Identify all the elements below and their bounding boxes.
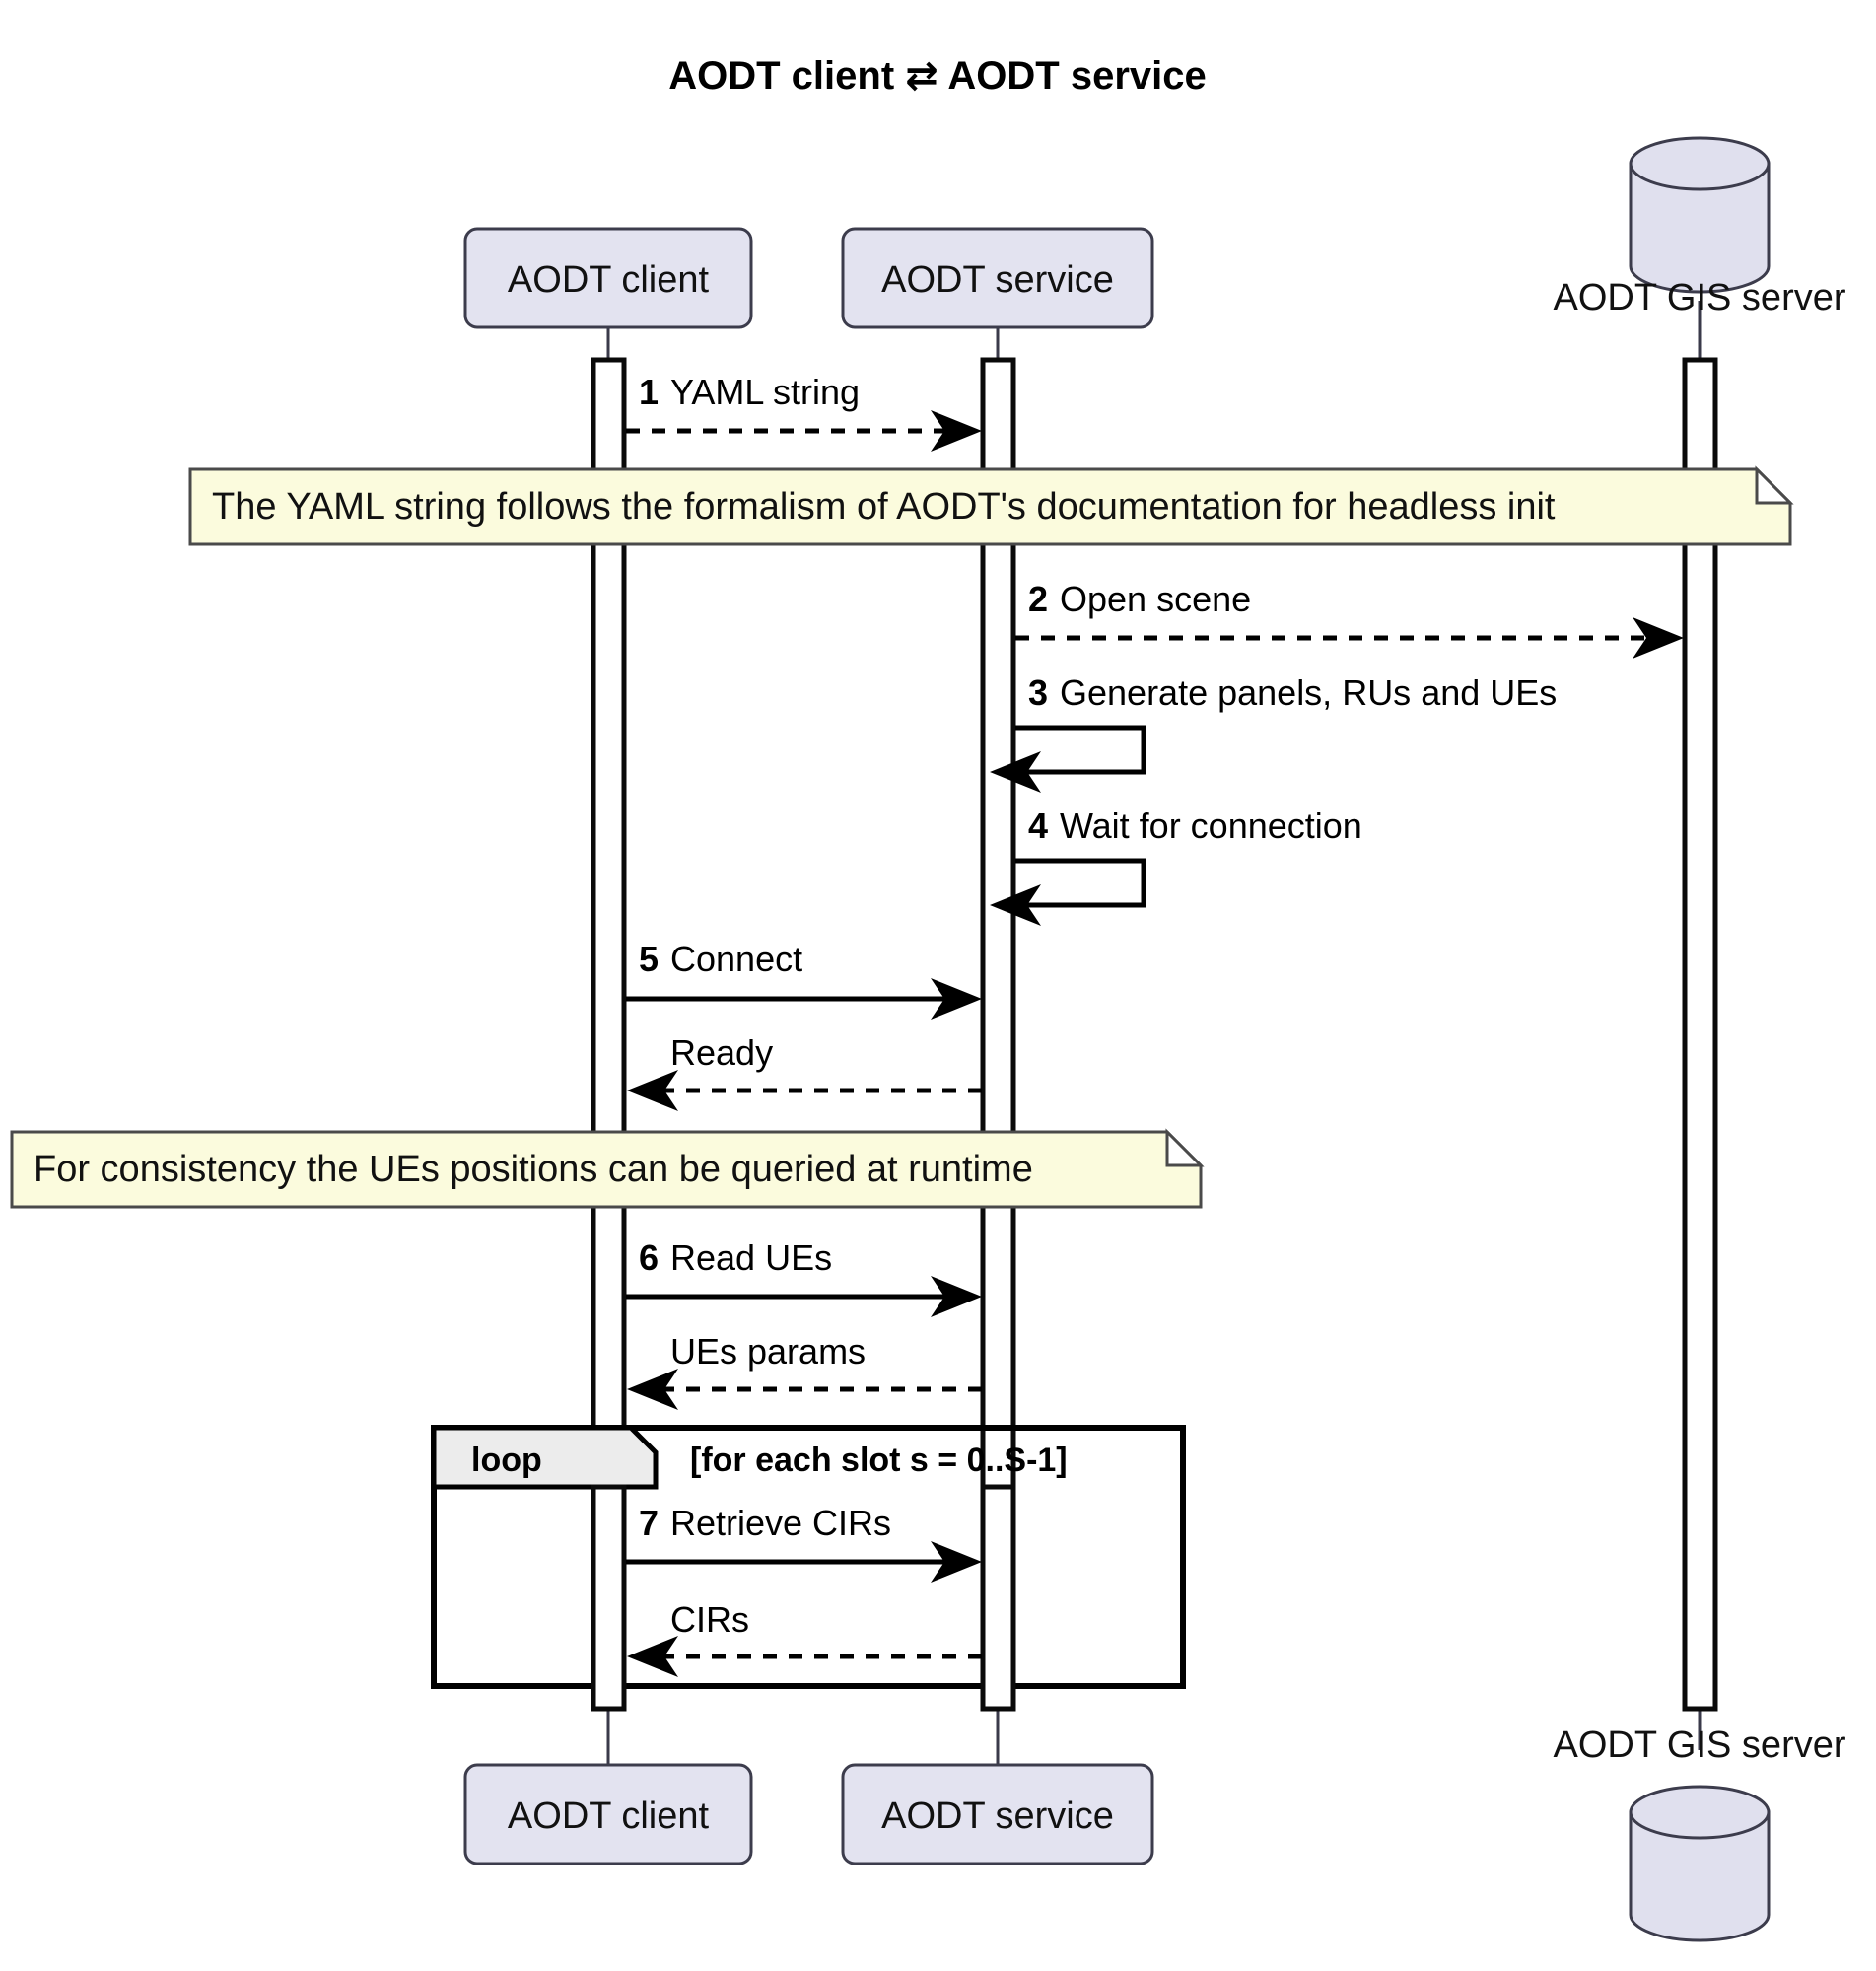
message-1-arrowhead [931, 410, 982, 452]
participant-footer-label-service: AODT service [881, 1795, 1114, 1837]
message-2-seq: 2 [1028, 579, 1048, 619]
lifelines-overlay-loopbody [591, 1484, 1016, 1712]
message-2-open-scene: 2 Open scene [1015, 579, 1684, 659]
message-5-connect: 5 Connect [626, 939, 982, 1020]
database-cylinder-top-gis[interactable] [1629, 136, 1771, 191]
note-consistency-fold [1165, 1128, 1205, 1167]
fragment-loop-tab [431, 1425, 659, 1490]
message-5-arrowhead [931, 978, 982, 1020]
note-yaml-box [188, 467, 1792, 546]
message-ues-params-label: UEs params [670, 1331, 866, 1372]
note-yaml-fold [1755, 465, 1794, 505]
database-cylinder-body-gis-footer[interactable] [1629, 1810, 1771, 1942]
message-1-seq: 1 [639, 372, 659, 412]
participant-header-service[interactable]: AODT service [841, 227, 1154, 329]
message-3-arrowhead [990, 751, 1041, 793]
message-ready-arrowhead [627, 1070, 678, 1111]
participant-footer-label-client: AODT client [508, 1795, 710, 1837]
message-6-label: Read UEs [670, 1237, 832, 1278]
message-5-seq: 5 [639, 939, 659, 979]
fragment-loop-slots: loop [for each slot s = 0..S-1] [431, 1425, 1186, 1689]
message-5-label: Connect [670, 939, 802, 979]
message-1-yaml-string: 1 YAML string [626, 372, 982, 452]
participant-box-service[interactable] [841, 227, 1154, 329]
participant-label-service: AODT service [881, 259, 1114, 301]
participant-footer-service[interactable]: AODT service [841, 1763, 1154, 1865]
message-4-seq: 4 [1028, 806, 1048, 846]
note-yaml: The YAML string follows the formalism of… [188, 465, 1794, 546]
message-1-label: YAML string [670, 372, 860, 412]
activation-bar-service-overlay [980, 1484, 1016, 1712]
message-ues-params: UEs params [627, 1331, 982, 1410]
participant-footer-box-service[interactable] [841, 1763, 1154, 1865]
message-3-self-loop [1015, 725, 1146, 775]
activation-bar-client-overlay [591, 1484, 627, 1712]
message-2-label: Open scene [1060, 579, 1251, 619]
message-4-arrowhead [990, 884, 1041, 926]
message-3-generate-panels: 3 Generate panels, RUs and UEs [990, 672, 1557, 793]
fragment-loop-label: loop [471, 1442, 542, 1479]
message-7-arrowhead [931, 1541, 982, 1583]
message-2-arrowhead [1633, 617, 1684, 659]
participant-box-client[interactable] [463, 227, 753, 329]
message-7-retrieve-cirs: 7 Retrieve CIRs [626, 1503, 982, 1583]
participant-footer-gis[interactable]: AODT GIS server [1553, 1725, 1846, 1942]
message-cirs-arrowhead [627, 1636, 678, 1677]
message-3-seq: 3 [1028, 672, 1048, 713]
message-7-label: Retrieve CIRs [670, 1503, 891, 1543]
database-cylinder-body-gis[interactable] [1629, 162, 1771, 294]
fragment-loop-guard: [for each slot s = 0..S-1] [690, 1442, 1068, 1479]
message-3-label: Generate panels, RUs and UEs [1060, 672, 1557, 713]
message-6-arrowhead [931, 1276, 982, 1317]
database-cylinder-top-gis-footer[interactable] [1629, 1785, 1771, 1840]
message-cirs: CIRs [627, 1599, 982, 1677]
note-consistency-text: For consistency the UEs positions can be… [34, 1149, 1033, 1190]
diagram-title: AODT client ⇄ AODT service [668, 54, 1207, 98]
message-4-label: Wait for connection [1060, 806, 1362, 846]
message-4-wait-for-connection: 4 Wait for connection [990, 806, 1362, 926]
participant-header-client[interactable]: AODT client [463, 227, 753, 329]
participant-header-gis[interactable]: AODT GIS server [1553, 136, 1846, 318]
message-4-self-loop [1015, 858, 1146, 908]
message-ready: Ready [627, 1032, 982, 1111]
participant-label-gis: AODT GIS server [1553, 277, 1845, 318]
note-yaml-text: The YAML string follows the formalism of… [212, 486, 1556, 528]
message-ues-params-arrowhead [627, 1369, 678, 1410]
message-7-seq: 7 [639, 1503, 659, 1543]
participant-footer-box-client[interactable] [463, 1763, 753, 1865]
message-ready-label: Ready [670, 1032, 773, 1073]
message-6-read-ues: 6 Read UEs [626, 1237, 982, 1317]
participant-footer-client[interactable]: AODT client [463, 1763, 753, 1865]
participant-footer-label-gis: AODT GIS server [1553, 1725, 1845, 1766]
activation-bar-gis [1682, 357, 1718, 1712]
message-cirs-label: CIRs [670, 1599, 749, 1640]
note-consistency: For consistency the UEs positions can be… [10, 1128, 1205, 1209]
participant-label-client: AODT client [508, 259, 710, 301]
note-consistency-box [10, 1130, 1203, 1209]
fragment-loop-border [431, 1425, 1186, 1689]
message-6-seq: 6 [639, 1237, 659, 1278]
